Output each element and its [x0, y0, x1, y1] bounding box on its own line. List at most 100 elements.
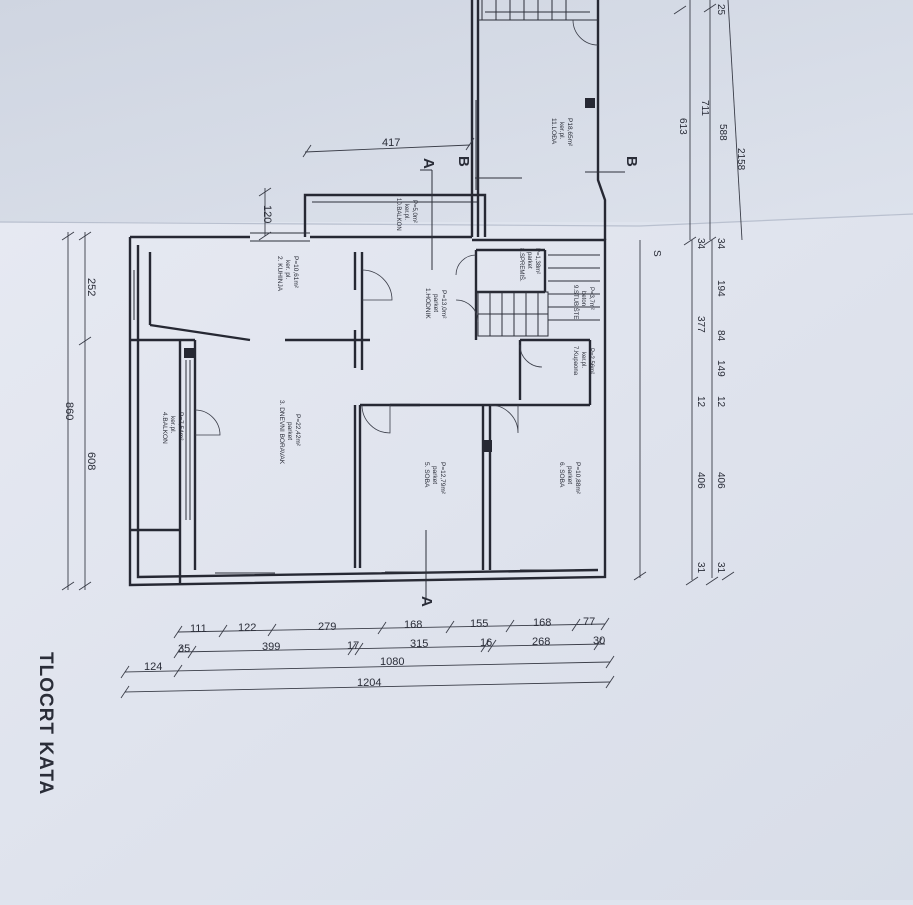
room-label-7: 7.Kupaona ker.pl. P=2,56m²	[572, 346, 594, 376]
dim-label: 399	[262, 641, 280, 653]
dim-label: 588	[717, 124, 728, 141]
dim-label: 12	[695, 396, 706, 408]
dim-label: 124	[144, 661, 162, 673]
dim-label: 34	[695, 238, 706, 250]
dim-label: 35	[178, 643, 190, 655]
room-label-8: 8.SPREMIŠ. parket P=1,38m²	[518, 248, 540, 282]
room-label-line: parket	[286, 422, 293, 440]
room-label-line: P=1,38m²	[534, 248, 540, 274]
room-label-9: 9.STUBIŠTE beton P=3,7m²	[572, 285, 594, 319]
room-label-line: P=10,61m²	[292, 256, 299, 289]
lower-paper-sheet	[0, 214, 913, 900]
room-label-line: ker.pl.	[558, 122, 565, 140]
dim-label: 111	[190, 623, 207, 635]
right-dimensions: 34 194 84 149 12 406 31 34 377 12 406 31…	[651, 4, 746, 574]
dimension-ticks	[61, 3, 735, 699]
room-label-6: 6. SOBA parket P=10,88m²	[558, 462, 581, 495]
dim-label: 860	[63, 402, 75, 420]
dim-label: 406	[715, 472, 726, 489]
dim-label: 1080	[380, 656, 404, 668]
dim-label: 279	[318, 621, 336, 633]
dim-label: 315	[410, 638, 428, 650]
balcony-and-loggia	[303, 0, 607, 240]
dim-label: 1204	[357, 677, 381, 689]
section-mark-b-right: B	[623, 156, 640, 167]
room-label-line: P18,65m²	[566, 118, 573, 147]
room-label-line: 9.STUBIŠTE	[572, 285, 579, 319]
dim-label: 613	[677, 118, 688, 135]
room-label-line: 3. DNEVNI BORAVAK	[278, 400, 285, 465]
dim-label: 122	[238, 622, 256, 634]
room-label-line: 6. SOBA	[558, 462, 565, 488]
dim-label: 30	[593, 635, 605, 647]
room-label-line: P=13,0m²	[440, 290, 447, 319]
room-label-line: P=10,88m²	[574, 462, 581, 495]
dim-label: 417	[382, 137, 400, 149]
room-label-line: 4.BALKON	[161, 412, 168, 444]
interior-walls	[148, 248, 592, 570]
dim-label: S	[651, 250, 662, 257]
section-lines	[420, 169, 625, 600]
dim-label: 168	[533, 617, 551, 629]
section-mark-a-top: A	[420, 158, 437, 169]
dimension-lines	[67, 0, 743, 693]
dim-label: 34	[715, 238, 726, 250]
room-label-line: P=12,79m²	[439, 462, 446, 495]
room-label-11: 11.LOĐA ker.pl. P18,65m²	[550, 118, 573, 147]
room-label-line: P=3,7m²	[588, 287, 594, 310]
section-mark-b-left: B	[455, 156, 472, 167]
dim-label: 77	[583, 616, 595, 628]
staircase	[477, 0, 600, 337]
drawing-title: TLOCRT KATA	[35, 652, 56, 795]
dim-label: 2158	[735, 148, 746, 171]
room-label-line: P=7,54m²	[177, 412, 184, 441]
dim-label: 268	[532, 636, 550, 648]
door-swings	[194, 19, 599, 436]
room-label-line: 7.Kupaona	[572, 346, 578, 376]
dim-label: 252	[85, 278, 97, 296]
room-label-line: ker.pl.	[169, 416, 176, 434]
dim-label: 377	[695, 316, 706, 333]
room-label-line: 8.SPREMIŠ.	[518, 248, 525, 282]
dim-label: 406	[695, 472, 706, 489]
room-label-line: ker. pl.	[284, 260, 291, 279]
dim-label: 17	[347, 640, 359, 652]
room-label-line: P=22,42m²	[294, 414, 301, 447]
room-label-line: 10.BALKON	[395, 198, 401, 231]
room-label-line: 5. SOBA	[423, 462, 430, 488]
dim-label: 168	[404, 619, 422, 631]
dim-label: 31	[695, 562, 706, 574]
dim-label: 31	[715, 562, 726, 574]
room-label-line: ker.pl.	[403, 204, 409, 220]
room-label-line: 2. KUHINJA	[276, 256, 283, 292]
dim-label: 711	[699, 100, 710, 116]
room-label-line: parket	[431, 466, 438, 484]
room-label-10: 10.BALKON ker.pl. P=5,0m²	[395, 198, 417, 231]
dim-label: 149	[715, 360, 726, 377]
dim-label: 608	[85, 452, 97, 470]
room-label-line: P=2,56m²	[588, 348, 594, 374]
upper-paper-sheet	[0, 0, 913, 222]
room-label-2: 2. KUHINJA ker. pl. P=10,61m²	[276, 256, 299, 292]
windows	[133, 98, 595, 581]
dim-label: 25	[715, 4, 726, 16]
room-label-line: 1.HODNIK	[424, 288, 431, 319]
room-label-line: parket	[566, 466, 573, 484]
room-label-3: 3. DNEVNI BORAVAK parket P=22,42m²	[278, 400, 301, 465]
dim-label: 120	[261, 205, 273, 223]
dim-label: 194	[715, 280, 726, 297]
room-label-1: 1.HODNIK parket P=13,0m²	[424, 288, 447, 319]
room-label-line: ker.pl.	[580, 352, 586, 368]
bottom-dimensions: 111 122 279 168 155 168 77 35 399 17 315…	[144, 616, 605, 689]
room-label-line: P=5,0m²	[411, 200, 417, 223]
room-label-4: 4.BALKON ker.pl. P=7,54m²	[161, 412, 184, 444]
paper-fold-line	[0, 213, 913, 227]
room-label-5: 5. SOBA parket P=12,79m²	[423, 462, 446, 495]
room-label-line: beton	[580, 291, 586, 306]
room-label-line: parket	[526, 252, 532, 269]
dim-label: 16	[480, 637, 492, 649]
dim-label: 155	[470, 618, 488, 630]
side-dimensions: 252 860 608 120 417	[63, 137, 400, 470]
